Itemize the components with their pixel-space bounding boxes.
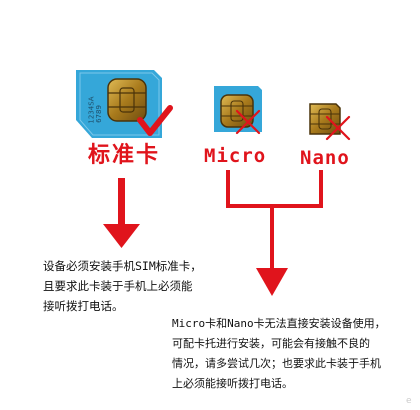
standard-note-line: 设备必须安装手机SIM标准卡， [43, 259, 202, 273]
arrow-down-icon [103, 178, 140, 248]
chip-imprint: 1234SA 6789 [88, 86, 140, 130]
cross-icon [325, 115, 351, 141]
micro-nano-note-line: 情况，请多尝试几次；也要求此卡装于手机 [172, 357, 381, 370]
standard-note-line: 且要求此卡装于手机上必须能 [43, 279, 193, 293]
standard-note-line: 接听拨打电话。 [43, 299, 124, 313]
micro-nano-note-line: Micro卡和Nano卡无法直接安装设备使用， [172, 317, 386, 330]
micro-nano-note-line: 可配卡托进行安装，可能会有接触不良的 [172, 337, 370, 350]
standard-note: 设备必须安装手机SIM标准卡， 且要求此卡装于手机上必须能 接听拨打电话。 [43, 256, 202, 316]
chip-imprint-line2: 6789 [94, 105, 103, 123]
arrow-down-icon [256, 268, 288, 296]
micro-nano-note-line: 上必须能接听拨打电话。 [172, 377, 293, 390]
micro-nano-note: Micro卡和Nano卡无法直接安装设备使用， 可配卡托进行安装，可能会有接触不… [172, 314, 386, 394]
check-icon [137, 105, 173, 136]
micro-card-label: Micro [204, 145, 267, 167]
standard-card-label: 标准卡 [88, 143, 161, 168]
watermark: e [406, 396, 412, 406]
connector-lines [226, 170, 323, 270]
cross-icon [235, 109, 261, 135]
standard-sim-chip [107, 78, 147, 122]
nano-card-label: Nano [300, 147, 350, 169]
